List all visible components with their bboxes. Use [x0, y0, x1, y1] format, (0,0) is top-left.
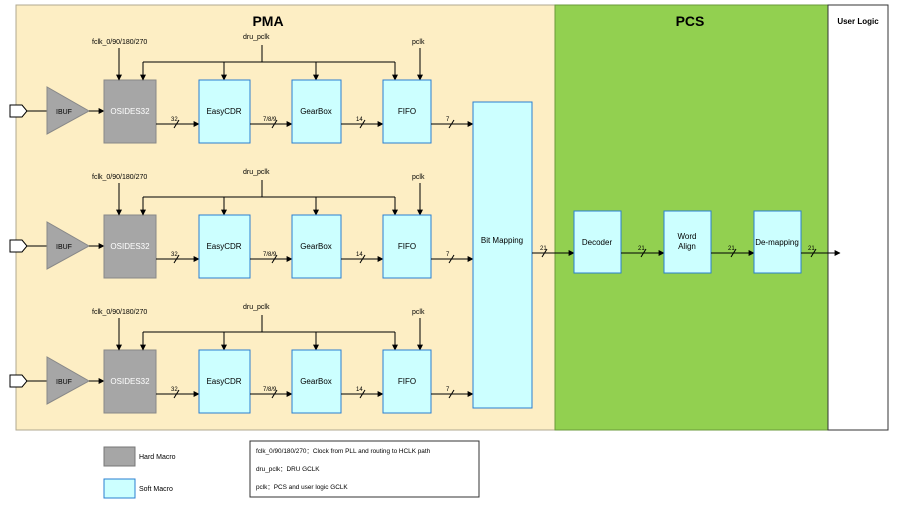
pcs-title: PCS	[676, 13, 705, 29]
demapping-block	[753, 210, 802, 274]
word-align-label-line2: Align	[678, 242, 696, 251]
bit-mapping-label: Bit Mapping	[481, 236, 523, 245]
bus-slash-fifo-bitmapping	[448, 389, 455, 399]
bus-width-map-decoder: 21	[540, 246, 547, 252]
ibuf-label: IBUF	[56, 109, 72, 116]
gearbox-block	[291, 79, 342, 144]
bus-width-gearbox-fifo: 14	[356, 117, 363, 123]
ibuf-buffer	[46, 356, 91, 405]
lane-2: IBUF OSIDES32 fclk_0/90/180/270 dru_pclkpcl…	[9, 169, 474, 279]
ibuf-label: IBUF	[56, 379, 72, 386]
easycdr-block	[198, 349, 251, 414]
demapping-label: De-mapping	[755, 238, 799, 247]
fifo-label: FIFO	[398, 377, 416, 386]
word-align-block	[663, 210, 712, 274]
easycdr-block	[198, 214, 251, 279]
bus-width-fifo-bitmapping: 7	[446, 252, 450, 258]
ibuf-label: IBUF	[56, 244, 72, 251]
fclk-label: fclk_0/90/180/270	[92, 174, 147, 181]
bus-width-decoder-wordalign: 21	[638, 246, 645, 252]
input-pin	[9, 374, 28, 388]
gearbox-block	[291, 349, 342, 414]
osides32-block	[103, 349, 157, 414]
user-logic-region	[827, 4, 889, 431]
dru-pclk-label: dru_pclk	[243, 169, 270, 176]
gearbox-label: GearBox	[300, 107, 332, 116]
bus-width-gearbox-fifo: 14	[356, 387, 363, 393]
ibuf-buffer	[46, 221, 91, 270]
decoder-label: Decoder	[582, 238, 613, 247]
fifo-label: FIFO	[398, 107, 416, 116]
bus-width-wordalign-demapping: 21	[728, 246, 735, 252]
fclk-label: fclk_0/90/180/270	[92, 39, 147, 46]
pclk-label: pclk	[412, 309, 425, 316]
lane-3: IBUF OSIDES32 fclk_0/90/180/270 dru_pclkpcl…	[9, 304, 474, 414]
legend-hard-macro-swatch	[103, 446, 136, 467]
easycdr-label: EasyCDR	[206, 107, 241, 116]
bus-slash-osides-easycdr	[173, 389, 180, 399]
osides32-label: OSIDES32	[110, 242, 150, 251]
bus-width-gearbox-fifo: 14	[356, 252, 363, 258]
input-pin	[9, 104, 28, 118]
bus-slash-wordalign-demapping	[730, 248, 737, 258]
bus-slash-gearbox-fifo	[359, 119, 366, 129]
bus-slash-map-decoder	[541, 248, 548, 258]
legend-notes-box	[249, 440, 480, 498]
fifo-block	[382, 349, 432, 414]
bus-slash-osides-easycdr	[173, 119, 180, 129]
gearbox-block	[291, 214, 342, 279]
gearbox-label: GearBox	[300, 377, 332, 386]
bus-width-easycdr-gearbox: 7/8/9	[263, 387, 277, 393]
bus-slash-output	[810, 248, 817, 258]
dru-pclk-label: dru_pclk	[243, 34, 270, 41]
input-pin	[9, 239, 28, 253]
dru-pclk-label: dru_pclk	[243, 304, 270, 311]
bus-slash-easycdr-gearbox	[271, 254, 278, 264]
pma-title: PMA	[252, 13, 283, 29]
osides32-block	[103, 79, 157, 144]
decoder-block	[573, 210, 622, 274]
legend-soft-macro-swatch	[103, 478, 136, 499]
easycdr-label: EasyCDR	[206, 377, 241, 386]
legend-note-fclk: fclk_0/90/180/270：Clock from PLL and rou…	[256, 448, 431, 455]
bit-mapping-block	[472, 101, 533, 409]
bus-slash-osides-easycdr	[173, 254, 180, 264]
legend-hard-macro-label: Hard Macro	[139, 454, 176, 461]
legend-soft-macro-label: Soft Macro	[139, 486, 173, 493]
bus-width-osides-easycdr: 32	[171, 252, 178, 258]
bus-width-fifo-bitmapping: 7	[446, 387, 450, 393]
fifo-block	[382, 79, 432, 144]
bus-slash-gearbox-fifo	[359, 389, 366, 399]
lane-1: IBUF OSIDES32 fclk_0/90/180/270 dru_pclkpcl…	[9, 34, 474, 144]
bus-width-output: 21	[808, 246, 815, 252]
bus-width-easycdr-gearbox: 7/8/9	[263, 252, 277, 258]
bus-slash-fifo-bitmapping	[448, 119, 455, 129]
bus-slash-easycdr-gearbox	[271, 119, 278, 129]
bus-slash-fifo-bitmapping	[448, 254, 455, 264]
fifo-block	[382, 214, 432, 279]
easycdr-block	[198, 79, 251, 144]
bus-slash-easycdr-gearbox	[271, 389, 278, 399]
bus-width-osides-easycdr: 32	[171, 117, 178, 123]
easycdr-label: EasyCDR	[206, 242, 241, 251]
osides32-label: OSIDES32	[110, 107, 150, 116]
bus-width-fifo-bitmapping: 7	[446, 117, 450, 123]
pclk-label: pclk	[412, 174, 425, 181]
bus-slash-decoder-wordalign	[640, 248, 647, 258]
bus-slash-gearbox-fifo	[359, 254, 366, 264]
legend-note-dru: dru_pclk：DRU GCLK	[256, 466, 320, 473]
ibuf-buffer	[46, 86, 91, 135]
legend-note-pclk: pclk：PCS and user logic GCLK	[256, 484, 348, 491]
word-align-label-line1: Word	[678, 232, 697, 241]
bus-width-easycdr-gearbox: 7/8/9	[263, 117, 277, 123]
osides32-block	[103, 214, 157, 279]
bus-width-osides-easycdr: 32	[171, 387, 178, 393]
user-logic-title: User Logic	[837, 17, 879, 26]
gearbox-label: GearBox	[300, 242, 332, 251]
pclk-label: pclk	[412, 39, 425, 46]
fifo-label: FIFO	[398, 242, 416, 251]
osides32-label: OSIDES32	[110, 377, 150, 386]
fclk-label: fclk_0/90/180/270	[92, 309, 147, 316]
